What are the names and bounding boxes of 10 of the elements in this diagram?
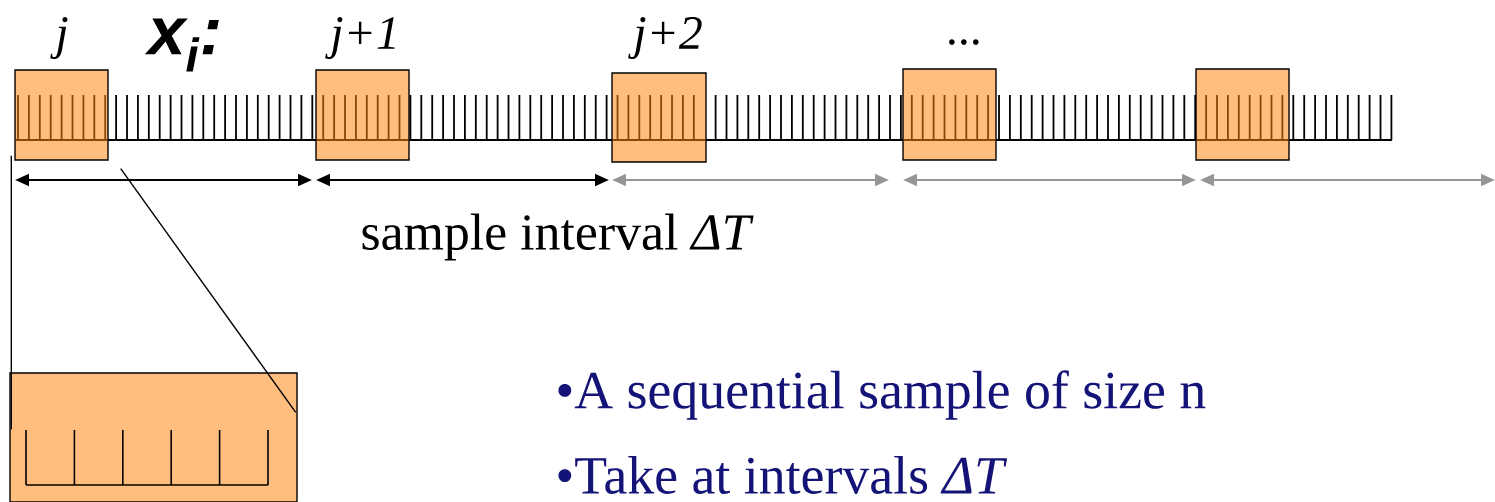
box-label: j xyxy=(50,17,68,59)
leader-line xyxy=(10,155,12,430)
box-label: j+2 xyxy=(628,17,702,59)
interval-label: sample interval ΔT xyxy=(362,213,754,261)
bullet-text: •A sequential sample of size n xyxy=(558,370,1206,420)
bullet-text: •Take at intervals ΔT xyxy=(558,456,1008,494)
variable-label: x$_{i}$: xyxy=(144,18,219,72)
box-label: j+1 xyxy=(325,17,395,59)
box-label: ... xyxy=(949,39,979,45)
leader-line xyxy=(120,168,297,413)
